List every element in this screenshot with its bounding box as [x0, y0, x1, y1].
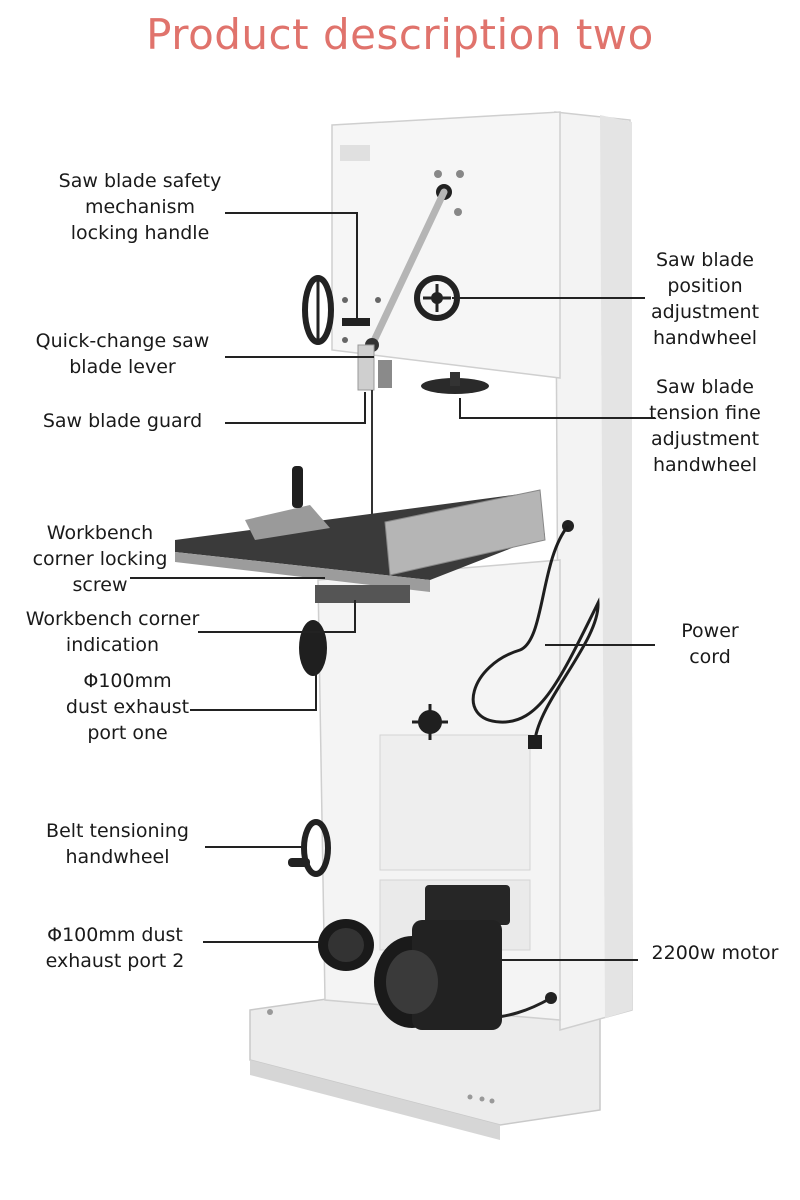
callout-blade-guard: Saw blade guard — [42, 410, 203, 432]
upper-left-handwheel — [302, 275, 334, 345]
callout-quick-change: Quick-change saw blade lever — [35, 330, 210, 378]
callout-dust-port-two: Φ100mm dust exhaust port 2 — [45, 924, 185, 972]
power-plug — [528, 735, 542, 749]
workbench-edge — [175, 552, 430, 592]
dust-port-one — [299, 620, 327, 676]
callout-corner-screw: Workbench corner locking screw — [32, 522, 168, 596]
callout-belt-handwheel: Belt tensioning handwheel — [46, 820, 189, 868]
motor-body — [412, 920, 502, 1030]
callout-power-cord: Power cord — [681, 620, 739, 668]
miter-gauge-handle — [292, 466, 303, 508]
machine-base-edge — [250, 1060, 500, 1140]
leader-dust-port-one — [190, 670, 317, 711]
cabinet-door — [379, 734, 531, 871]
callout-safety-handle: Saw blade safety mechanism locking handl… — [58, 170, 222, 244]
machine-column-side — [600, 115, 632, 1018]
leader-corner-indication — [198, 600, 356, 633]
callout-corner-indication: Workbench corner indication — [25, 608, 200, 656]
leader-blade-guard — [225, 392, 366, 424]
rip-fence — [384, 489, 546, 576]
table-trunnion — [315, 585, 410, 603]
page-title: Product description two — [146, 10, 654, 59]
miter-gauge — [245, 505, 330, 540]
blade-lever-rod — [368, 188, 448, 349]
leader-safety-handle — [225, 212, 358, 322]
motor-junction-box — [425, 885, 510, 925]
callout-position-handwheel: Saw blade position adjustment handwheel — [650, 249, 760, 349]
callout-tension-handwheel: Saw blade tension fine adjustment handwh… — [649, 376, 761, 476]
leader-tension-handwheel — [459, 398, 655, 419]
bolt — [454, 208, 462, 216]
leader-lines — [130, 212, 655, 961]
bolt — [434, 170, 442, 178]
power-cord — [471, 525, 600, 741]
blade-guard-post — [357, 344, 375, 391]
nameplate — [340, 145, 370, 161]
callout-dust-port-one: Φ100mm dust exhaust port one — [65, 670, 190, 744]
bolt — [456, 170, 464, 178]
blade-guard-block — [378, 360, 392, 388]
callout-motor: 2200w motor — [651, 942, 779, 964]
